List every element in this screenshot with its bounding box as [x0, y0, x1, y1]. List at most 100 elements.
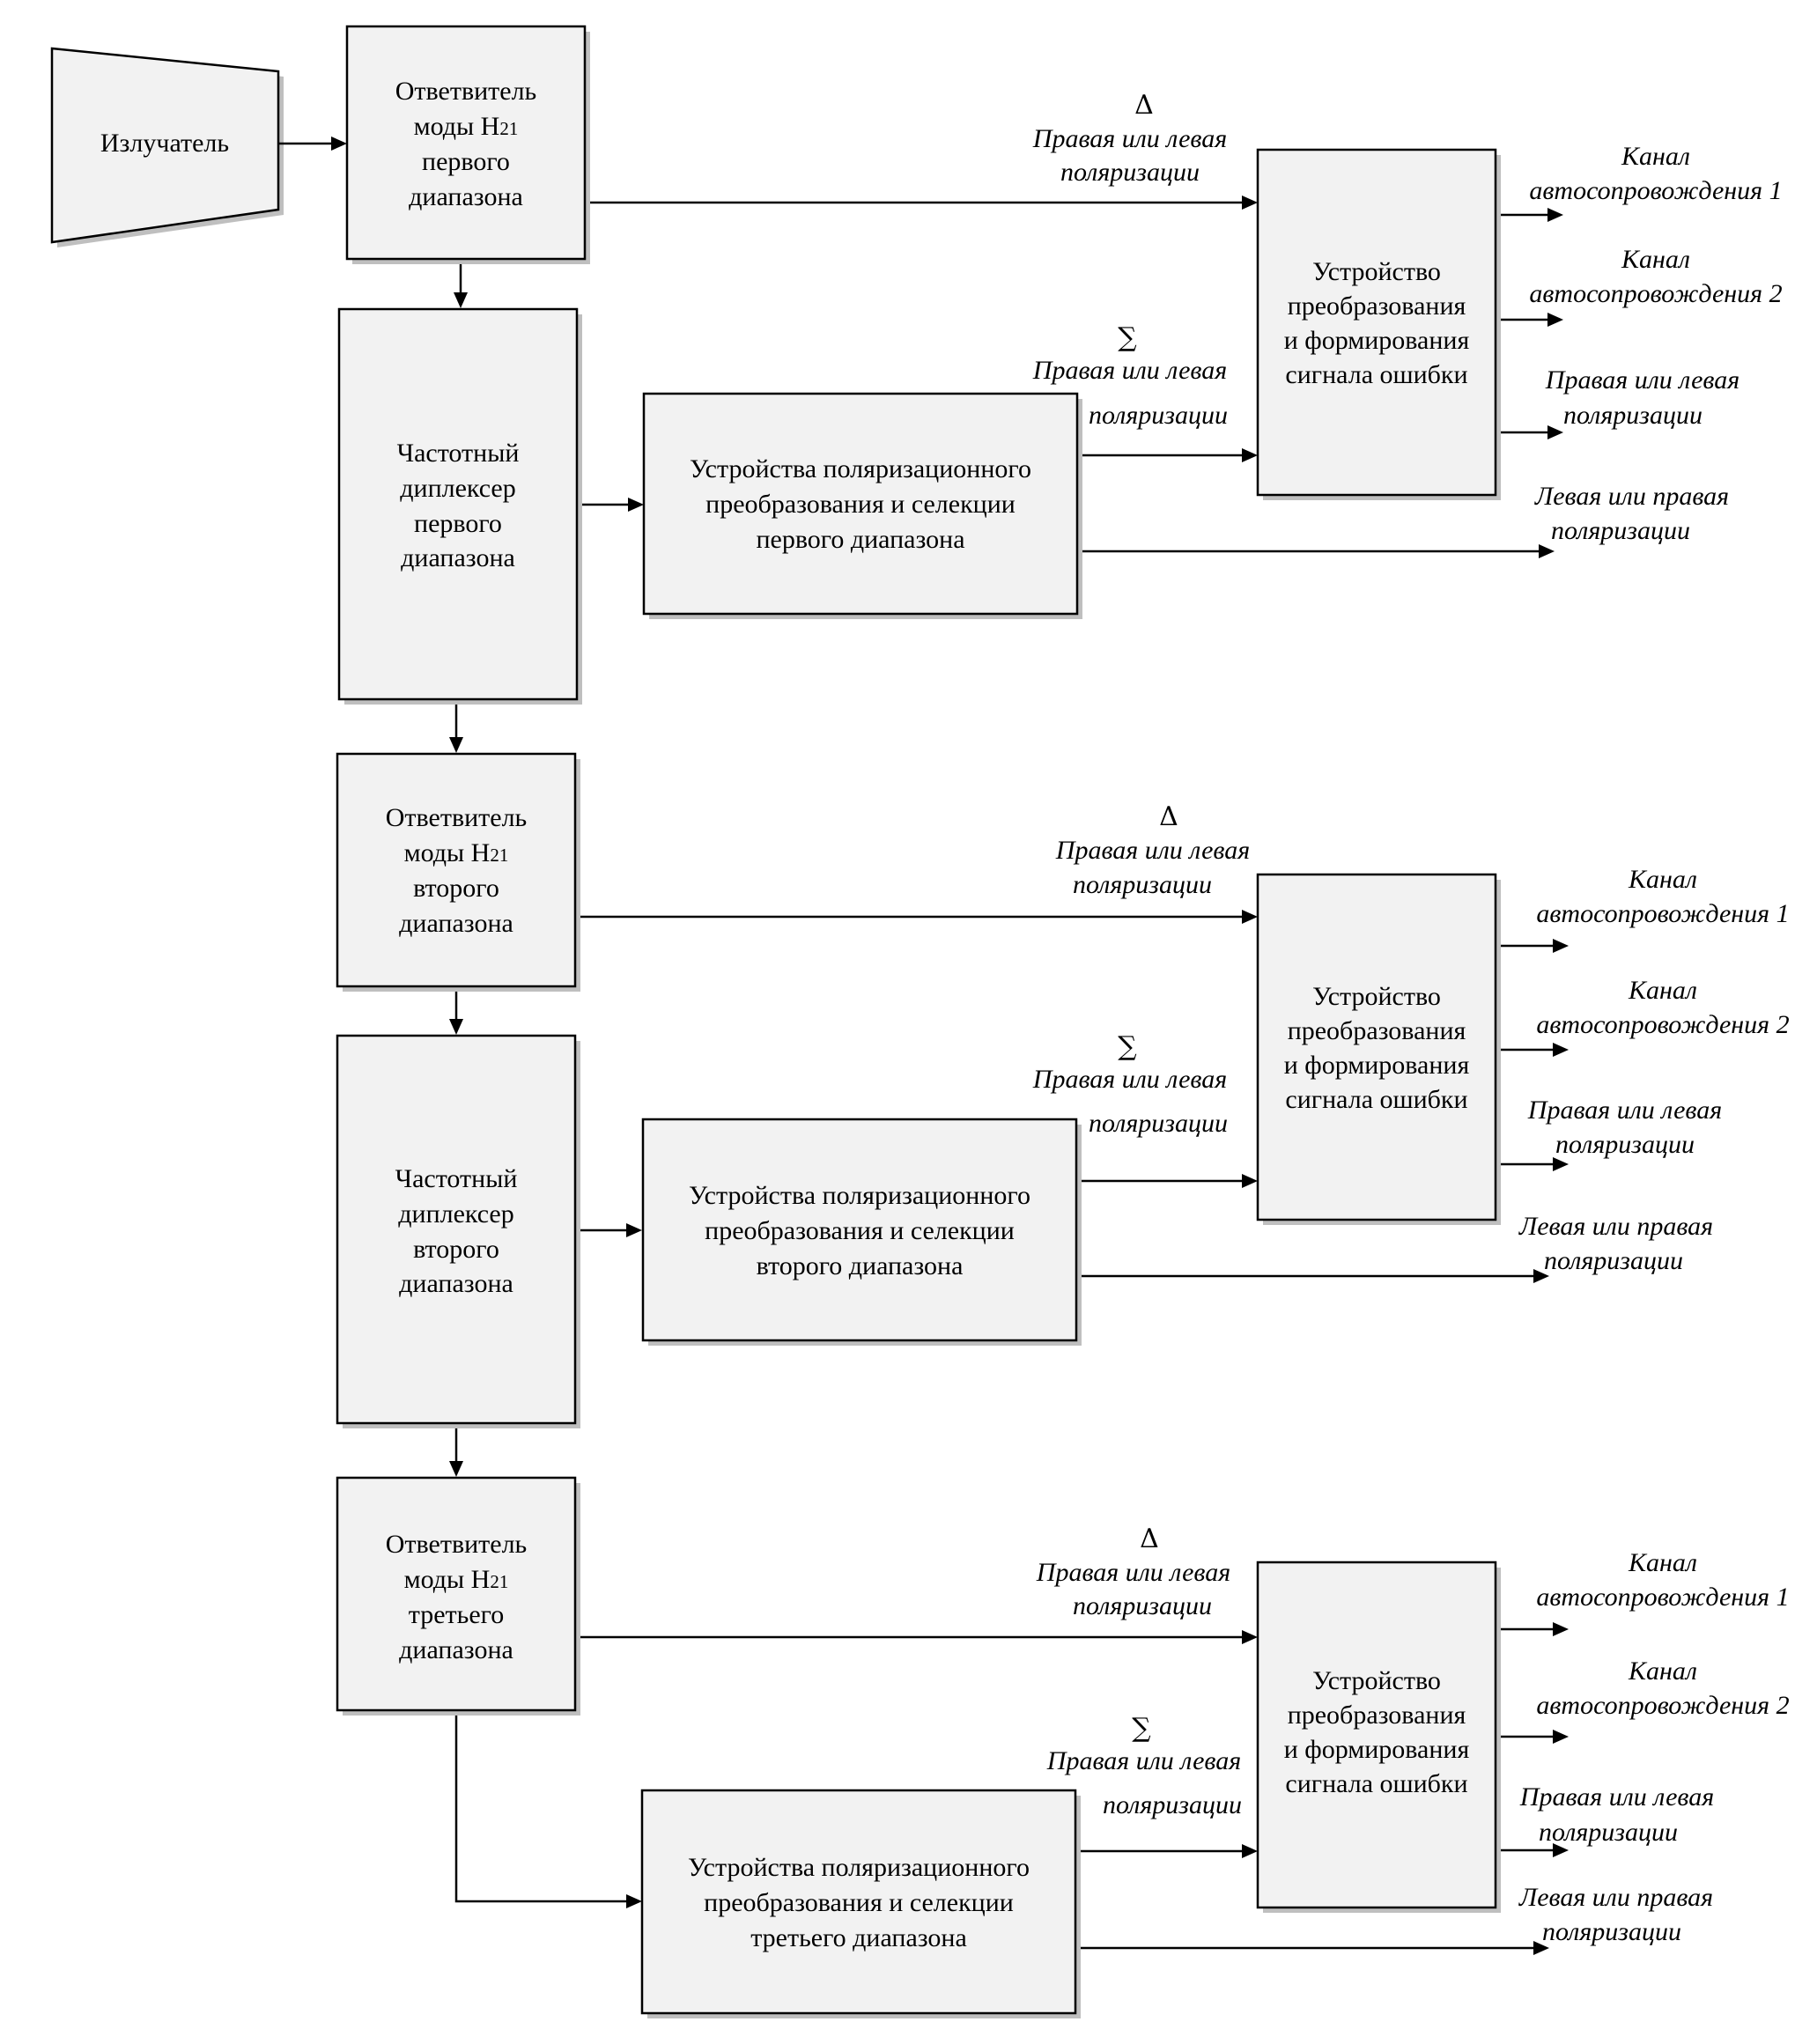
error-device-3-line4: сигнала ошибки	[1285, 1769, 1467, 1798]
output-2-3-line2: поляризации	[1555, 1130, 1695, 1159]
delta-2-line2: поляризации	[1073, 870, 1212, 899]
polarizer-block-1: Устройства поляризационного преобразован…	[642, 392, 1082, 619]
polarizer-1-line2: преобразования и селекции	[705, 490, 1016, 519]
sigma-symbol-2: ∑	[1118, 1031, 1137, 1062]
outputs-1: Канал автосопровождения 1 Канал автосопр…	[1529, 142, 1782, 545]
output-3-3-line2: поляризации	[1539, 1818, 1678, 1847]
polarizer-2-line3: второго диапазона	[757, 1251, 964, 1280]
error-device-3-line3: и формирования	[1284, 1735, 1470, 1764]
coupler-2-line4: диапазона	[399, 909, 513, 938]
polarizer-2-line2: преобразования и селекции	[705, 1216, 1015, 1245]
output-1-1-line2: автосопровождения 1	[1529, 176, 1782, 205]
output-1-3-line2: поляризации	[1563, 401, 1703, 430]
output-1-3-line1: Правая или левая	[1545, 365, 1739, 395]
coupler-block-1: Ответвитель моды H21 первого диапазона	[345, 25, 590, 264]
output-3-2-line2: автосопровождения 2	[1536, 1691, 1789, 1720]
output-2-2-line2: автосопровождения 2	[1536, 1010, 1789, 1039]
error-device-2-line3: и формирования	[1284, 1051, 1470, 1080]
output-2-1-line2: автосопровождения 1	[1536, 899, 1789, 928]
coupler-2-line3: второго	[413, 874, 499, 903]
sigma-label-3: ∑ Правая или левая поляризации	[1046, 1713, 1242, 1819]
polarizer-2-line1: Устройства поляризационного	[689, 1181, 1030, 1210]
sigma-1-line1: Правая или левая	[1032, 356, 1227, 385]
error-device-1-line2: преобразования	[1288, 291, 1466, 321]
coupler-3-line1: Ответвитель	[386, 1530, 528, 1559]
error-device-1-line1: Устройство	[1312, 257, 1441, 286]
diplexer-1-line2: диплексер	[400, 474, 515, 503]
output-2-3-line1: Правая или левая	[1527, 1096, 1722, 1125]
left-output-1-line1: Левая или правая	[1534, 482, 1729, 511]
coupler-2-line2: моды H21	[404, 838, 509, 867]
output-2-1-line1: Канал	[1628, 865, 1697, 894]
diplexer-2-line3: второго	[413, 1235, 499, 1264]
coupler-1-line2: моды H21	[414, 112, 519, 141]
coupler-3-line3: третьего	[409, 1600, 504, 1629]
polarizer-block-2: Устройства поляризационного преобразован…	[641, 1118, 1082, 1346]
error-device-block-1: Устройство преобразования и формирования…	[1256, 148, 1501, 500]
output-2-2-line1: Канал	[1628, 976, 1697, 1005]
error-device-block-3: Устройство преобразования и формирования…	[1256, 1561, 1501, 1913]
polarizer-3-line2: преобразования и селекции	[704, 1888, 1014, 1917]
polarizer-1-line3: первого диапазона	[756, 525, 964, 554]
output-3-2-line1: Канал	[1628, 1657, 1697, 1686]
diplexer-1-line3: первого	[414, 509, 502, 538]
delta-symbol-1: Δ	[1134, 90, 1154, 121]
error-device-2-line4: сигнала ошибки	[1285, 1085, 1467, 1114]
polarizer-3-line3: третьего диапазона	[750, 1923, 967, 1952]
delta-label-1: Δ Правая или левая поляризации	[1032, 90, 1227, 187]
error-device-1-line4: сигнала ошибки	[1285, 360, 1467, 389]
coupler-3-line2: моды H21	[404, 1565, 509, 1594]
diplexer-1-line4: диапазона	[401, 543, 515, 572]
polarizer-1-line1: Устройства поляризационного	[690, 454, 1031, 483]
coupler-1-line4: диапазона	[409, 182, 523, 211]
delta-1-line1: Правая или левая	[1032, 124, 1227, 153]
connections	[278, 137, 1569, 1955]
diplexer-2-line2: диплексер	[398, 1199, 513, 1229]
error-device-block-2: Устройство преобразования и формирования…	[1256, 873, 1501, 1225]
left-output-1-line2: поляризации	[1551, 516, 1690, 545]
output-1-2-line2: автосопровождения 2	[1529, 279, 1782, 308]
coupler-1-line1: Ответвитель	[395, 77, 537, 106]
output-1-1-line1: Канал	[1621, 142, 1690, 171]
error-device-2-line1: Устройство	[1312, 982, 1441, 1011]
sigma-2-line1: Правая или левая	[1032, 1065, 1227, 1094]
coupler-block-3: Ответвитель моды H21 третьего диапазона	[336, 1476, 580, 1716]
outputs-3: Канал автосопровождения 1 Канал автосопр…	[1518, 1548, 1790, 1946]
sigma-symbol-1: ∑	[1118, 322, 1137, 353]
diplexer-block-2: Частотный диплексер второго диапазона	[336, 1034, 580, 1428]
output-3-1-line1: Канал	[1628, 1548, 1697, 1577]
diplexer-block-1: Частотный диплексер первого диапазона	[337, 307, 582, 705]
coupler-3-line4: диапазона	[399, 1635, 513, 1664]
delta-1-line2: поляризации	[1060, 158, 1200, 187]
delta-symbol-3: Δ	[1140, 1524, 1159, 1554]
emitter-label: Излучатель	[100, 129, 229, 158]
output-3-3-line1: Правая или левая	[1519, 1782, 1714, 1812]
diplexer-2-line4: диапазона	[399, 1269, 513, 1298]
diplexer-1-line1: Частотный	[397, 439, 520, 468]
left-output-2-line1: Левая или правая	[1518, 1212, 1713, 1241]
delta-label-3: Δ Правая или левая поляризации	[1036, 1524, 1230, 1620]
sigma-3-line1: Правая или левая	[1046, 1746, 1241, 1775]
outputs-2: Канал автосопровождения 1 Канал автосопр…	[1518, 865, 1790, 1275]
error-device-2-line2: преобразования	[1288, 1016, 1466, 1045]
left-output-3-line1: Левая или правая	[1518, 1883, 1713, 1912]
polarizer-3-line1: Устройства поляризационного	[688, 1853, 1030, 1882]
emitter-block: Излучатель	[50, 47, 284, 247]
delta-3-line1: Правая или левая	[1036, 1558, 1230, 1587]
error-device-3-line1: Устройство	[1312, 1666, 1441, 1695]
coupler-2-line1: Ответвитель	[386, 803, 528, 832]
coupler-1-line3: первого	[422, 147, 510, 176]
sigma-2-line2: поляризации	[1089, 1109, 1228, 1138]
delta-label-2: Δ Правая или левая поляризации	[1055, 801, 1250, 899]
sigma-1-line2: поляризации	[1089, 401, 1228, 430]
sigma-label-2: ∑ Правая или левая поляризации	[1032, 1031, 1228, 1138]
diplexer-2-line1: Частотный	[395, 1164, 518, 1193]
sigma-3-line2: поляризации	[1103, 1790, 1242, 1819]
delta-symbol-2: Δ	[1159, 801, 1178, 832]
delta-2-line1: Правая или левая	[1055, 836, 1250, 865]
error-device-3-line2: преобразования	[1288, 1701, 1466, 1730]
polarizer-block-3: Устройства поляризационного преобразован…	[640, 1789, 1081, 2018]
sigma-symbol-3: ∑	[1132, 1713, 1151, 1744]
coupler-block-2: Ответвитель моды H21 второго диапазона	[336, 752, 580, 992]
